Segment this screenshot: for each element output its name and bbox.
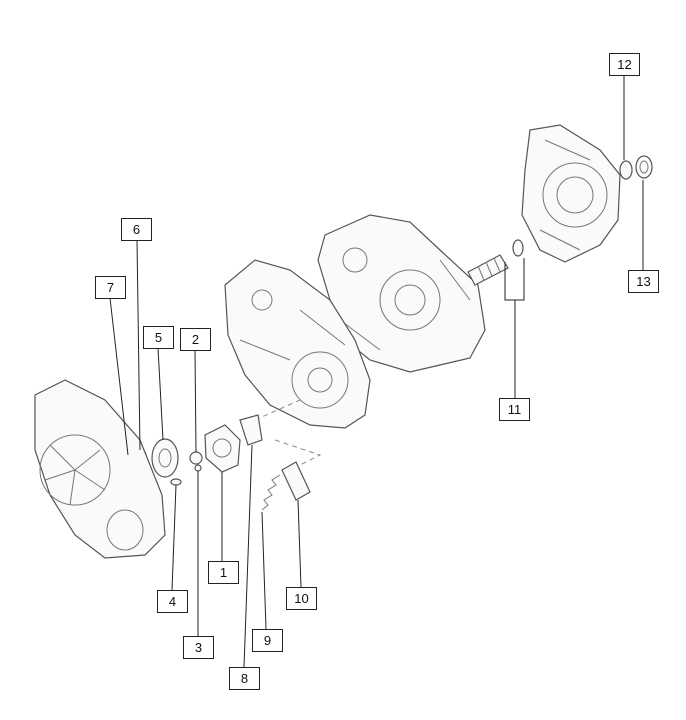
callout-8: 8 [229,667,260,690]
gear-5 [151,438,179,478]
spring-9 [261,474,281,511]
pin-3 [194,464,202,472]
plug-10 [281,461,311,501]
callout-4: 4 [157,590,188,613]
callout-9: 9 [252,629,283,652]
stator-cover [521,124,621,263]
valve-assembly-11 [467,239,524,286]
callout-3: 3 [183,636,214,659]
left-crankcase [224,259,371,429]
pump-gear-2 [189,451,203,465]
gasket-8 [239,414,263,446]
callout-2: 2 [180,328,211,351]
callout-5: 5 [143,326,174,349]
oil-pump-1 [204,424,241,473]
washer-4 [170,478,182,486]
callout-13: 13 [628,270,659,293]
callout-6: 6 [121,218,152,241]
leader-lines [109,75,644,668]
callout-1: 1 [208,561,239,584]
callout-11: 11 [499,398,530,421]
clutch-cover [34,379,166,559]
callout-7: 7 [95,276,126,299]
plug-13 [635,155,653,179]
callout-12: 12 [609,53,640,76]
o-ring-12 [619,160,633,180]
callout-10: 10 [286,587,317,610]
